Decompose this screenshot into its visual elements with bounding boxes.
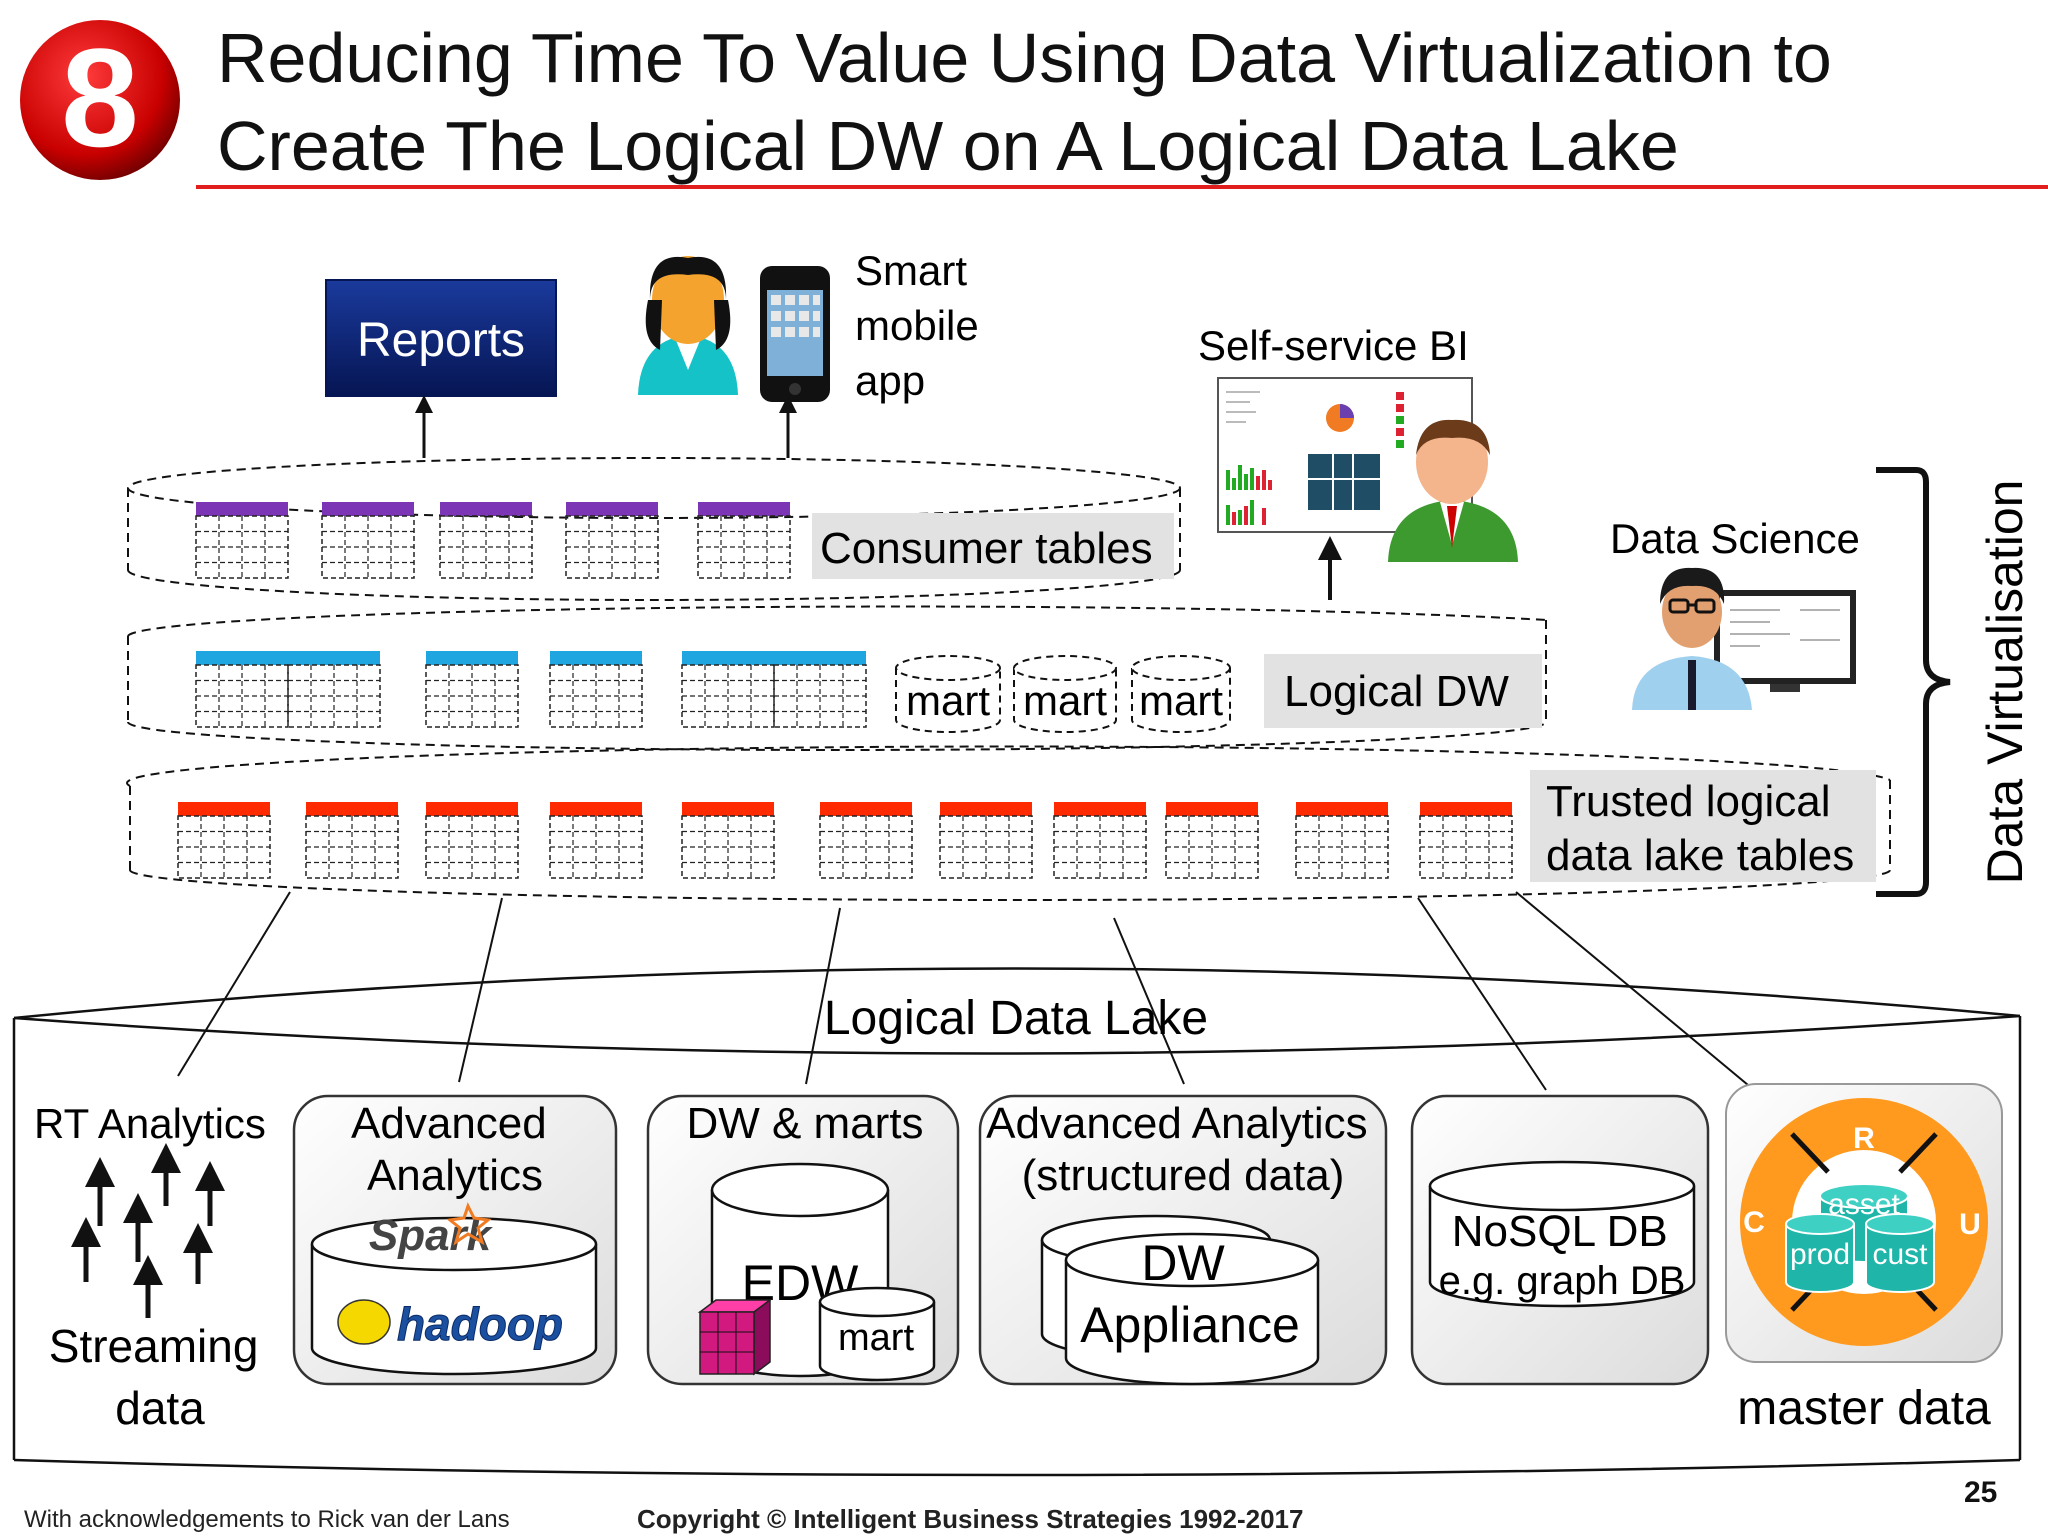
user-icon (638, 256, 738, 395)
consumer-table (565, 502, 659, 579)
mart-cylinder: mart (1013, 655, 1117, 733)
trusted-table (1165, 802, 1259, 879)
svg-text:Advanced Analytics: Advanced Analytics (351, 1099, 559, 1200)
cust-cylinder: cust (1865, 1213, 1935, 1293)
smartphone-icon (760, 266, 830, 402)
consumer-table (439, 502, 533, 579)
trusted-tables-layer (126, 745, 1891, 901)
mart-label: mart (1139, 677, 1223, 724)
trusted-label-bg (1530, 770, 1876, 882)
logical-dw-table (195, 651, 289, 728)
logical-dw-table (287, 651, 381, 728)
nosql-store: NoSQL DB e.g. graph DB (1410, 1094, 1710, 1386)
page-number: 25 (1964, 1476, 1998, 1509)
consumer-tables-group (195, 502, 791, 579)
trusted-table (939, 802, 1033, 879)
spark-star-icon (446, 1202, 492, 1246)
logical-dw-layer (127, 605, 1547, 751)
streaming-arrows (71, 1143, 225, 1318)
consumer-table (195, 502, 289, 579)
title-underline (196, 185, 2048, 189)
title-line-1: Reducing Time To Value Using Data Virtua… (217, 19, 1832, 97)
consumer-tables-label: Consumer tables (820, 524, 1153, 573)
businessman-icon (1388, 419, 1518, 562)
smart-mobile-app-label: Smart mobile app (855, 247, 990, 404)
logical-dw-label: Logical DW (1284, 667, 1509, 716)
title-line-2: Create The Logical DW on A Logical Data … (217, 107, 1679, 185)
reports-box: Reports (325, 279, 557, 397)
mart-label: mart (906, 677, 990, 724)
trusted-label: Trusted logical data lake tables (1546, 777, 1854, 880)
company-logo: 8 (20, 19, 180, 180)
data-science-label: Data Science (1610, 515, 1860, 562)
svg-text:R: R (1853, 1122, 1875, 1155)
data-scientist-icon (1632, 567, 1856, 710)
self-service-bi-label: Self-service BI (1198, 322, 1469, 369)
consumer-table (321, 502, 415, 579)
trusted-table (305, 802, 399, 879)
reports-label: Reports (357, 314, 525, 367)
streaming-data-label: Streaming data (49, 1320, 271, 1434)
logical-dw-table (425, 651, 519, 728)
logical-dw-table (681, 651, 775, 728)
trusted-table (1053, 802, 1147, 879)
logo-glyph: 8 (61, 19, 139, 176)
trusted-table (177, 802, 271, 879)
prod-cylinder: prod (1785, 1213, 1855, 1293)
svg-text:prod: prod (1790, 1238, 1850, 1271)
master-data-label: master data (1737, 1382, 1991, 1435)
trusted-table (549, 802, 643, 879)
cube-icon (697, 1298, 773, 1376)
footer-acknowledgement: With acknowledgements to Rick van der La… (24, 1506, 510, 1533)
page-title: Reducing Time To Value Using Data Virtua… (217, 14, 2017, 190)
dw-marts-store: DW & marts EDW mart (646, 1094, 960, 1386)
dw-appliance-store: Advanced Analytics (structured data) DW … (978, 1094, 1388, 1386)
logical-data-lake-cylinder (12, 967, 2022, 1477)
logical-data-lake-label: Logical Data Lake (824, 992, 1208, 1045)
trusted-table (819, 802, 913, 879)
logical-dw-table (773, 651, 867, 728)
master-data-store: R C U asset prod cust (1725, 1083, 2003, 1363)
footer-copyright: Copyright © Intelligent Business Strateg… (637, 1504, 1304, 1534)
logical-dw-tables-group (195, 651, 867, 728)
hadoop-store: Advanced Analytics Spark hadoop (292, 1094, 618, 1386)
svg-text:DW Appliance: DW Appliance (1080, 1235, 1300, 1353)
trusted-table (681, 802, 775, 879)
hadoop-logo: hadoop (397, 1298, 563, 1350)
lineage-lines (177, 891, 1755, 1091)
data-virtualisation-label: Data Virtualisation (1977, 480, 2033, 885)
mart-store-label: mart (838, 1317, 914, 1359)
logical-dw-table (549, 651, 643, 728)
consumer-tables-label-bg (812, 513, 1174, 579)
mart-label: mart (1023, 677, 1107, 724)
trusted-table (1295, 802, 1389, 879)
hadoop-elephant-icon (337, 1299, 391, 1345)
svg-text:U: U (1959, 1208, 1981, 1241)
trusted-table (1419, 802, 1513, 879)
trusted-table (425, 802, 519, 879)
consumer-table (697, 502, 791, 579)
virtualisation-brace (1876, 467, 1951, 897)
logical-dw-label-bg (1264, 654, 1542, 728)
svg-text:DW & marts: DW & marts (686, 1099, 923, 1148)
rt-analytics-label: RT Analytics (34, 1100, 266, 1147)
svg-text:Advanced Analytics (stru: Advanced Analytics (structured data) (986, 1099, 1380, 1200)
mart-group: mart mart mart (895, 655, 1231, 733)
svg-text:NoSQL DB e.g. graph DB: NoSQL DB e.g. graph DB (1439, 1207, 1686, 1303)
mart-cylinder: mart (1131, 655, 1231, 733)
trusted-tables-group (177, 802, 1513, 879)
mart-cylinder: mart (895, 655, 1001, 733)
svg-text:C: C (1743, 1206, 1765, 1239)
svg-text:cust: cust (1872, 1238, 1928, 1271)
